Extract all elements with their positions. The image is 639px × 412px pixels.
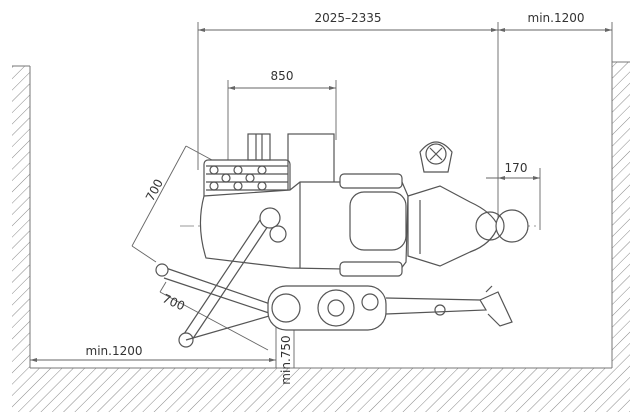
room-walls	[12, 61, 630, 412]
headrest	[495, 209, 529, 243]
label-left-clearance: min.1200	[86, 344, 143, 358]
dimension-arm-length: 700	[131, 145, 213, 263]
dental-chair	[199, 141, 529, 277]
floor-wall-hatch	[30, 368, 612, 412]
label-top-width: 850	[271, 69, 294, 83]
dimension-total-length: 2025–2335	[197, 11, 499, 230]
label-right-clearance: min.1200	[528, 11, 585, 25]
light-lamp	[425, 143, 447, 165]
delivery-arm	[155, 207, 287, 348]
dimension-headrest-offset: 170	[486, 161, 541, 230]
right-wall-hatch	[612, 62, 630, 412]
left-wall-hatch	[12, 66, 30, 412]
dimension-top-width: 850	[227, 69, 337, 160]
label-total-length: 2025–2335	[314, 11, 381, 25]
dimension-left-clearance: min.1200	[30, 300, 277, 368]
dimension-arm-lower: 700	[159, 281, 269, 351]
label-bottom-clearance: min.750	[279, 335, 293, 384]
assistant-unit	[267, 285, 513, 331]
label-headrest-offset: 170	[505, 161, 528, 175]
dimension-right-clearance: min.1200	[498, 11, 613, 62]
label-arm-lower: 700	[160, 291, 187, 313]
